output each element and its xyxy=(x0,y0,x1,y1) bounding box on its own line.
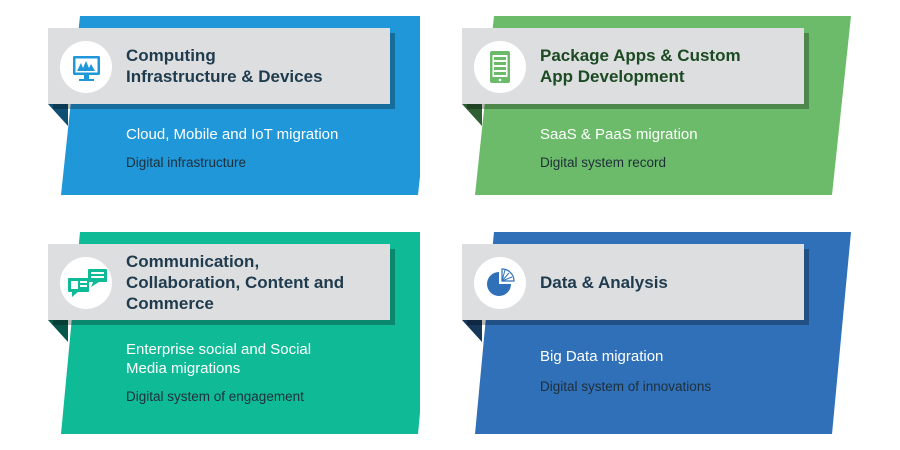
card-communication: Communication, Collaboration, Content an… xyxy=(0,216,420,434)
card-secondary-text: Digital system of engagement xyxy=(126,389,304,404)
icon-badge xyxy=(474,41,526,93)
icon-badge xyxy=(474,257,526,309)
card-title: Package Apps & Custom App Development xyxy=(540,46,741,86)
monitor-icon xyxy=(73,56,100,81)
card-package-apps: Package Apps & Custom App Development Sa… xyxy=(414,0,851,205)
card-title: Communication, Collaboration, Content an… xyxy=(126,251,345,313)
tablet-icon xyxy=(490,51,510,83)
icon-badge xyxy=(60,257,112,309)
pie-chart-icon xyxy=(487,268,515,296)
card-primary-text: Cloud, Mobile and IoT migration xyxy=(126,126,339,143)
card-title: Computing Infrastructure & Devices xyxy=(126,46,323,86)
card-secondary-text: Digital system record xyxy=(540,155,667,170)
card-secondary-text: Digital system of innovations xyxy=(540,379,712,394)
card-data-analysis: Data & Analysis Big Data migration Digit… xyxy=(414,216,851,434)
chat-icon xyxy=(68,269,107,297)
card-primary-text: SaaS & PaaS migration xyxy=(540,126,698,143)
card-banner: Data & Analysis xyxy=(462,244,804,320)
card-primary-text: Big Data migration xyxy=(540,348,664,365)
card-banner: Communication, Collaboration, Content an… xyxy=(48,244,390,320)
card-banner: Package Apps & Custom App Development xyxy=(462,28,804,104)
card-title: Data & Analysis xyxy=(540,272,668,292)
card-banner: Computing Infrastructure & Devices xyxy=(48,28,390,104)
icon-badge xyxy=(60,41,112,93)
card-primary-text: Enterprise social and Social Media migra… xyxy=(126,341,312,377)
card-computing: Computing Infrastructure & Devices Cloud… xyxy=(0,0,420,205)
card-secondary-text: Digital infrastructure xyxy=(126,155,247,170)
